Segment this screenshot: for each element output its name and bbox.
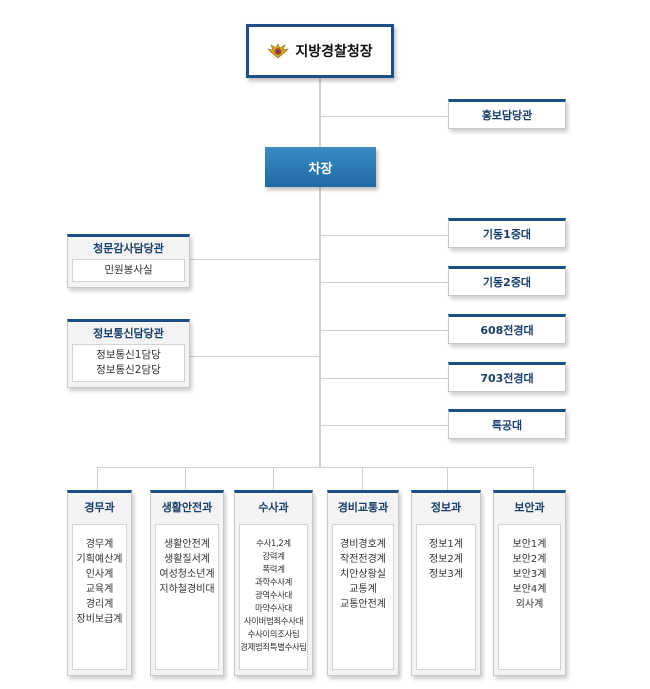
department-item: 경제범죄특별수사팀 xyxy=(240,642,307,652)
department-item: 정보1계 xyxy=(429,539,463,550)
department-box: 생활안전과 생활안전계 생활질서계 여성청소년계 지하철경비대 xyxy=(150,490,224,676)
deputy-label: 차장 xyxy=(308,161,333,177)
deputy-box: 차장 xyxy=(265,147,376,187)
left-unit-box: 청문감사담당관 민원봉사실 xyxy=(67,234,190,288)
department-title: 생활안전과 xyxy=(161,501,213,514)
department-item: 경무계 xyxy=(85,539,114,550)
department-item: 보안2계 xyxy=(512,554,547,565)
department-box: 정보과 정보1계 정보2계 정보3계 xyxy=(411,490,481,676)
department-title: 보안과 xyxy=(514,501,545,514)
left-unit-item: 민원봉사실 xyxy=(104,264,153,276)
spokesperson-label: 홍보담당관 xyxy=(481,109,533,122)
department-item: 경비경호계 xyxy=(340,539,386,550)
department-body: 수사1,2계 강력계 폭력계 과학수사계 광역수사대 마약수사대 사이버범죄수사… xyxy=(239,524,308,670)
right-unit-label: 608전경대 xyxy=(480,324,534,337)
department-item: 장비보급계 xyxy=(76,614,123,625)
right-unit-box: 703전경대 xyxy=(448,362,566,392)
department-item: 과학수사계 xyxy=(254,577,293,587)
department-item: 보안3계 xyxy=(512,569,547,580)
right-unit-box: 기동2중대 xyxy=(448,266,566,296)
connector-line xyxy=(447,467,448,490)
spokesperson-box: 홍보담당관 xyxy=(448,99,566,129)
connector-line xyxy=(97,467,534,468)
department-item: 기획예산계 xyxy=(76,554,123,565)
department-item: 마약수사대 xyxy=(254,603,293,613)
connector-line xyxy=(533,467,534,490)
department-title: 경무과 xyxy=(84,501,115,514)
connector-line xyxy=(320,378,448,379)
department-item: 교육계 xyxy=(85,584,114,595)
connector-line xyxy=(320,116,448,117)
connector-line xyxy=(190,259,320,260)
department-item: 외사계 xyxy=(515,599,544,610)
connector-line xyxy=(273,467,274,490)
commissioner-box: 지방경찰청장 xyxy=(246,24,394,78)
department-item: 강력계 xyxy=(262,551,285,561)
left-unit-body: 정보통신1담당 정보통신2담당 xyxy=(72,344,185,382)
connector-line xyxy=(320,330,448,331)
left-unit-box: 정보통신담당관 정보통신1담당 정보통신2담당 xyxy=(67,319,190,388)
department-box: 경무과 경무계 기획예산계 인사계 교육계 경리계 장비보급계 xyxy=(67,490,132,676)
department-item: 사이버범죄수사대 xyxy=(243,616,304,626)
department-item: 수사1,2계 xyxy=(256,538,291,548)
department-item: 여성청소년계 xyxy=(159,569,215,580)
department-item: 생활질서계 xyxy=(164,554,210,565)
department-item: 보안4계 xyxy=(512,584,547,595)
right-unit-label: 특공대 xyxy=(491,419,523,432)
department-body: 경비경호계 작전전경계 치안상황실 교통계 교통안전계 xyxy=(332,524,394,670)
department-title: 정보과 xyxy=(430,501,462,514)
right-unit-label: 기동1중대 xyxy=(482,228,532,241)
department-title: 경비교통과 xyxy=(337,501,389,514)
connector-line xyxy=(97,467,98,490)
right-unit-label: 703전경대 xyxy=(480,372,534,385)
connector-line xyxy=(319,78,321,468)
right-unit-box: 기동1중대 xyxy=(448,218,566,248)
department-item: 인사계 xyxy=(85,569,114,580)
department-item: 보안1계 xyxy=(512,539,547,550)
department-title: 수사과 xyxy=(258,501,289,514)
connector-line xyxy=(185,467,186,490)
department-body: 경무계 기획예산계 인사계 교육계 경리계 장비보급계 xyxy=(72,524,127,670)
department-item: 치안상황실 xyxy=(340,569,386,580)
left-unit-item: 정보통신2담당 xyxy=(96,364,161,376)
department-item: 지하철경비대 xyxy=(159,584,215,595)
left-unit-title: 정보통신담당관 xyxy=(93,327,164,340)
right-unit-box: 608전경대 xyxy=(448,314,566,344)
department-item: 수사이의조사팀 xyxy=(247,629,300,639)
department-item: 경리계 xyxy=(85,599,114,610)
left-unit-body: 민원봉사실 xyxy=(72,259,185,282)
department-body: 보안1계 보안2계 보안3계 보안4계 외사계 xyxy=(498,524,561,670)
left-unit-title: 청문감사담당관 xyxy=(93,242,164,255)
department-item: 교통안전계 xyxy=(340,599,386,610)
right-unit-box: 특공대 xyxy=(448,409,566,439)
department-item: 정보3계 xyxy=(429,569,463,580)
department-item: 정보2계 xyxy=(429,554,463,565)
connector-line xyxy=(320,235,448,236)
department-item: 생활안전계 xyxy=(164,539,210,550)
department-body: 정보1계 정보2계 정보3계 xyxy=(416,524,476,670)
connector-line xyxy=(320,425,448,426)
right-unit-label: 기동2중대 xyxy=(482,276,532,289)
connector-line xyxy=(190,356,320,357)
department-box: 수사과 수사1,2계 강력계 폭력계 과학수사계 광역수사대 마약수사대 사이버… xyxy=(234,490,313,676)
connector-line xyxy=(362,467,363,490)
police-emblem-icon xyxy=(267,43,290,59)
left-unit-item: 정보통신1담당 xyxy=(96,349,161,361)
department-item: 폭력계 xyxy=(262,564,285,574)
commissioner-title: 지방경찰청장 xyxy=(295,44,373,60)
department-item: 작전전경계 xyxy=(340,554,386,565)
department-box: 경비교통과 경비경호계 작전전경계 치안상황실 교통계 교통안전계 xyxy=(327,490,399,676)
department-body: 생활안전계 생활질서계 여성청소년계 지하철경비대 xyxy=(155,524,219,670)
department-box: 보안과 보안1계 보안2계 보안3계 보안4계 외사계 xyxy=(493,490,566,676)
connector-line xyxy=(320,282,448,283)
department-item: 광역수사대 xyxy=(254,590,293,600)
department-item: 교통계 xyxy=(349,584,377,595)
